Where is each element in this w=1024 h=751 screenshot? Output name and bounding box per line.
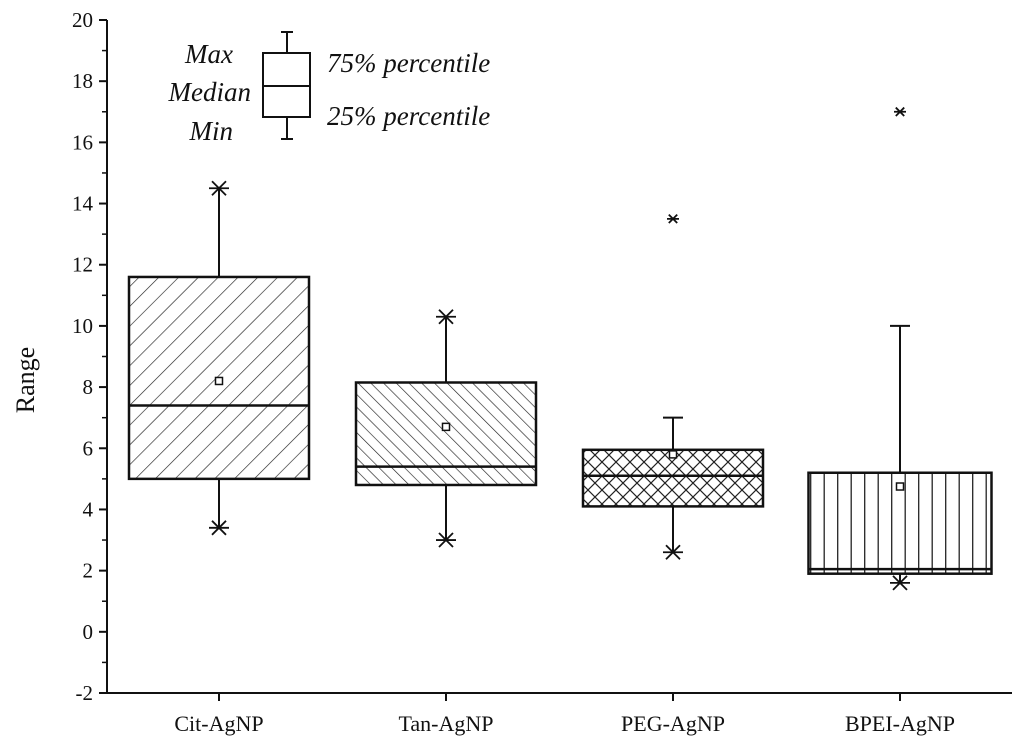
mean-marker (214, 376, 224, 386)
box-iqr (581, 448, 765, 508)
x-ticks: Cit-AgNP Tan-AgNP PEG-AgNP BPEI-AgNP (174, 693, 955, 736)
y-tick-label: 0 (83, 620, 94, 644)
x-tick-label: BPEI-AgNP (845, 711, 955, 736)
y-tick-label: 14 (72, 192, 94, 216)
y-tick-label: 16 (72, 130, 93, 154)
outlier-marker (894, 106, 906, 117)
box-group (354, 309, 538, 548)
legend: Max Median Min 75% percentile 25% percen… (168, 31, 490, 146)
x-tick-label: Tan-AgNP (398, 711, 493, 736)
legend-label-median: Median (168, 77, 251, 107)
legend-box-symbol (262, 31, 311, 140)
legend-label-q3: 75% percentile (327, 48, 490, 78)
box-group (127, 180, 311, 536)
box-group (807, 106, 993, 591)
y-tick-label: 20 (72, 8, 93, 32)
mean-marker (668, 450, 678, 459)
y-axis-title: Range (11, 347, 40, 413)
y-tick-label: 8 (83, 375, 94, 399)
whisker-end-lower-marker (209, 520, 229, 536)
y-ticks: -2 0 2 4 6 8 10 12 14 16 18 20 (72, 8, 107, 705)
y-tick-label: 6 (83, 436, 94, 460)
y-tick-label: 4 (83, 497, 94, 521)
whisker-end-upper-marker (436, 309, 456, 325)
outlier-marker (667, 214, 679, 224)
axes: -2 0 2 4 6 8 10 12 14 16 18 20 Cit-AgNP Tan-AgNP PEG-… (72, 8, 1012, 736)
legend-label-min: Min (189, 116, 234, 146)
legend-label-q1: 25% percentile (327, 101, 490, 131)
whisker-end-lower-marker (436, 532, 456, 548)
box-group (581, 214, 765, 560)
y-tick-label: -2 (76, 681, 94, 705)
y-tick-label: 10 (72, 314, 93, 338)
whisker-end-lower-marker (890, 575, 910, 591)
whisker-end-upper-marker (209, 180, 229, 196)
y-tick-label: 18 (72, 69, 93, 93)
box-iqr (354, 381, 538, 487)
x-tick-label: Cit-AgNP (174, 711, 263, 736)
y-tick-label: 2 (83, 559, 94, 583)
boxes (127, 106, 993, 591)
mean-marker (441, 422, 451, 432)
y-tick-label: 12 (72, 253, 93, 277)
x-tick-label: PEG-AgNP (621, 711, 725, 736)
mean-marker (895, 482, 905, 491)
whisker-end-lower-marker (663, 544, 683, 560)
legend-label-max: Max (184, 39, 233, 69)
